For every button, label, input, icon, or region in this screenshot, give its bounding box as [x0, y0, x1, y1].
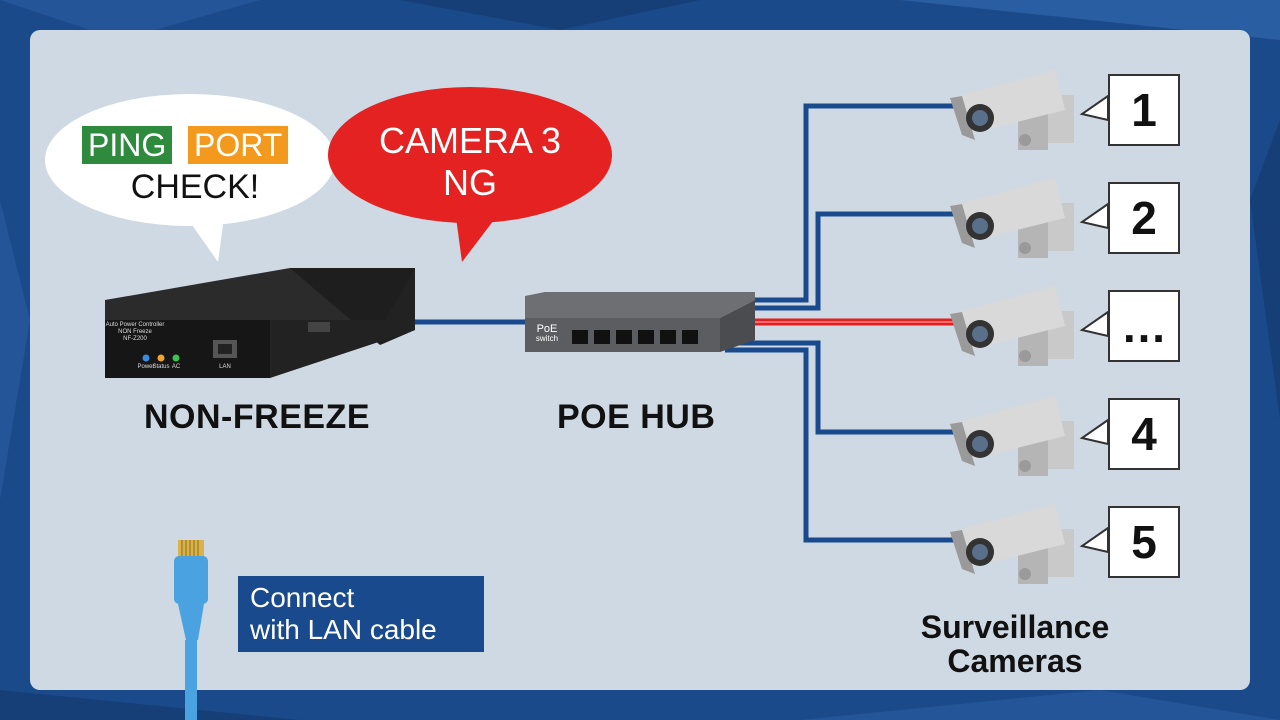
cable-camera-5 [725, 347, 955, 543]
poe-hub-label: POE HUB [557, 398, 716, 436]
alert-bubble [328, 87, 612, 262]
led-status-label: Status [152, 364, 170, 370]
camera-cables [725, 103, 955, 543]
camera-alert-line2: NG [443, 162, 497, 203]
cable-camera-4 [735, 340, 955, 435]
non-freeze-device [105, 268, 415, 378]
controller-front-line1: Auto Power Controller [105, 322, 165, 328]
camera-number-1: 1 [1108, 74, 1180, 146]
camera-number-3: … [1108, 290, 1180, 362]
cameras-group-label: Surveillance Cameras [880, 610, 1150, 678]
port-tag: PORT [188, 126, 289, 164]
led-power-label: Power [137, 364, 155, 370]
camera-alert-line1: CAMERA 3 [378, 120, 562, 161]
camera-3 [950, 286, 1074, 366]
lan-note-line2: with LAN cable [250, 614, 437, 645]
lan-cable-note: Connect with LAN cable [238, 576, 484, 652]
camera-number-2: 2 [1108, 182, 1180, 254]
cable-camera-1 [755, 103, 955, 303]
ping-tag: PING [82, 126, 173, 164]
camera-1 [950, 70, 1074, 150]
hub-badge: PoE switch [530, 324, 564, 344]
lan-port-label: LAN [219, 364, 231, 370]
controller-front-line2: NON Freeze [118, 329, 152, 335]
camera-number-5: 5 [1108, 506, 1180, 578]
controller-front-line3: NF-Z200 [123, 336, 147, 342]
cameras-label-line1: Surveillance [920, 609, 1110, 645]
led-ac-label: AC [171, 364, 181, 370]
callout-pointers [1079, 94, 1109, 554]
hub-ports [572, 330, 698, 344]
cable-camera-2 [755, 211, 955, 311]
lan-note-line1: Connect [250, 582, 355, 613]
camera-number-4: 4 [1108, 398, 1180, 470]
hub-badge-line1: PoE [536, 323, 558, 335]
poe-hub [525, 292, 755, 352]
hub-badge-line2: switch [535, 334, 559, 343]
lan-cable-plug [174, 540, 208, 720]
cameras-label-line2: Cameras [947, 643, 1083, 679]
camera-2 [950, 178, 1074, 258]
camera-4 [950, 396, 1074, 476]
non-freeze-label: NON-FREEZE [144, 398, 370, 436]
check-text: CHECK! [130, 168, 260, 206]
camera-5 [950, 504, 1074, 584]
